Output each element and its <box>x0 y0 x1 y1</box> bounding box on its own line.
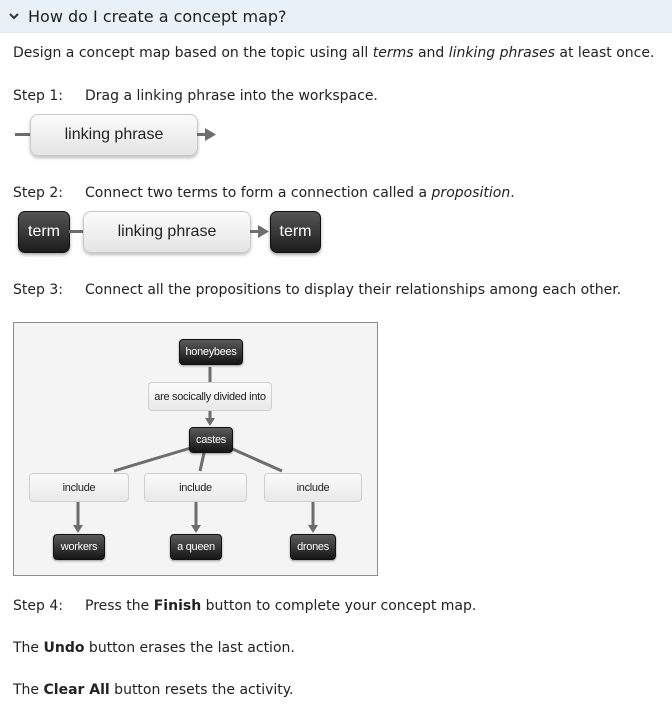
step2-text: Step 2:Connect two terms to form a conne… <box>13 185 515 201</box>
step2-term-right: term <box>270 211 321 253</box>
map-link-include-2: include <box>144 473 247 502</box>
arrow-right-icon <box>205 128 216 141</box>
terms-emphasis: terms <box>372 45 414 61</box>
map-term-drones: drones <box>290 534 336 560</box>
map-link-socially-divided: are socically divided into <box>148 382 272 411</box>
map-term-castes: castes <box>189 427 233 453</box>
finish-keyword: Finish <box>153 598 202 614</box>
map-link-include-3: include <box>264 473 362 502</box>
step2-linking-phrase: linking phrase <box>83 211 251 253</box>
step1-text: Step 1:Drag a linking phrase into the wo… <box>13 88 378 104</box>
intro-text: Design a concept map based on the topic … <box>13 45 655 61</box>
linking-phrases-emphasis: linking phrases <box>448 45 555 61</box>
clear-all-text: The Clear All button resets the activity… <box>13 682 294 698</box>
step2-left-connector <box>69 230 84 233</box>
map-term-honeybees: honeybees <box>179 339 243 365</box>
chevron-down-icon <box>9 13 19 20</box>
step1-left-connector <box>15 133 31 136</box>
header-title: How do I create a concept map? <box>28 6 287 26</box>
step1-right-connector <box>197 133 207 136</box>
step2-term-left: term <box>18 211 70 253</box>
step4-label: Step 4: <box>13 598 63 614</box>
map-term-workers: workers <box>53 534 105 560</box>
clear-all-keyword: Clear All <box>43 682 110 698</box>
step4-text: Step 4:Press the Finish button to comple… <box>13 598 477 614</box>
step2-right-connector <box>250 230 260 233</box>
undo-text: The Undo button erases the last action. <box>13 640 295 656</box>
arrow-right-icon <box>258 225 269 238</box>
example-concept-map: honeybees are socically divided into cas… <box>13 322 378 576</box>
map-term-a-queen: a queen <box>170 534 222 560</box>
step2-label: Step 2: <box>13 185 63 201</box>
undo-keyword: Undo <box>43 640 85 656</box>
step1-linking-phrase: linking phrase <box>30 114 198 156</box>
proposition-emphasis: proposition <box>431 185 511 201</box>
map-link-include-1: include <box>29 473 129 502</box>
map-connectors <box>73 367 318 533</box>
step3-text: Step 3:Connect all the propositions to d… <box>13 282 622 298</box>
step1-label: Step 1: <box>13 88 63 104</box>
accordion-header[interactable]: How do I create a concept map? <box>0 0 672 33</box>
step3-label: Step 3: <box>13 282 63 298</box>
